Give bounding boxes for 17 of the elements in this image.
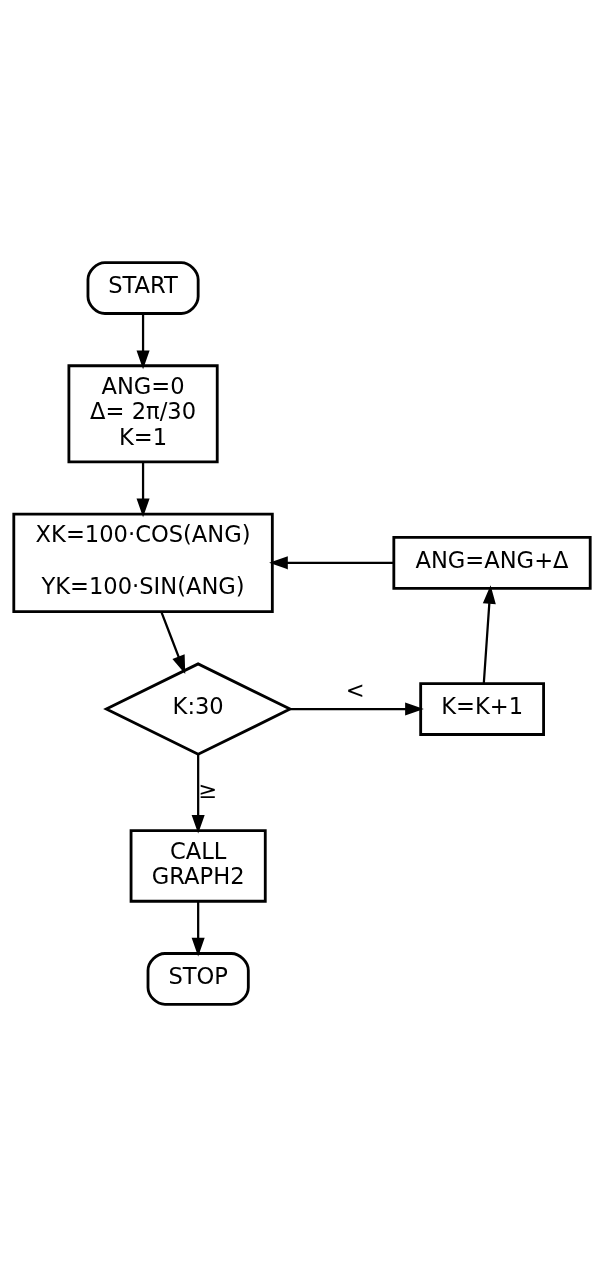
- edge-label: ≥: [198, 776, 218, 803]
- arrow: [160, 610, 186, 674]
- arrow: [136, 313, 150, 369]
- node-box: ANG=ANG+Δ: [392, 535, 592, 590]
- node-box: CALL GRAPH2: [129, 828, 267, 903]
- node-box: ANG=0 Δ= 2π/30 K=1: [67, 363, 219, 463]
- node-box: STOP: [146, 951, 250, 1006]
- node-box: START: [86, 260, 200, 315]
- arrow: [136, 461, 150, 517]
- edge-label: <: [345, 676, 365, 702]
- arrow: [191, 754, 205, 834]
- node-box: XK=100·COS(ANG) YK=100·SIN(ANG): [12, 512, 274, 613]
- node-box: K=K+1: [419, 681, 545, 736]
- arrow: [290, 702, 424, 716]
- arrow: [269, 555, 394, 569]
- arrow: [482, 584, 496, 683]
- arrow: [191, 901, 205, 956]
